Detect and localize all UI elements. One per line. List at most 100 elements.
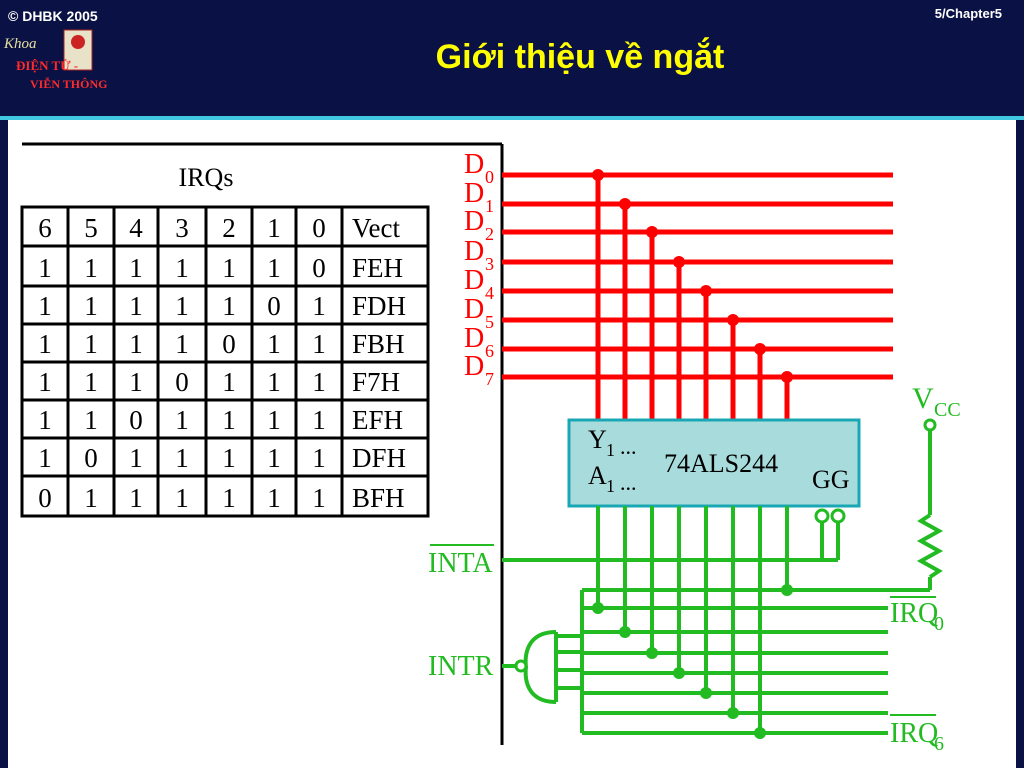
header-divider: [0, 116, 1024, 120]
logo-emblem-dot: [71, 35, 85, 49]
table-value-cell: 1: [222, 483, 236, 513]
vcc-terminal: [923, 418, 937, 432]
nand-bubble: [514, 659, 528, 673]
chip-a-ellipsis: ...: [620, 470, 637, 495]
table-value-cell: 1: [84, 253, 98, 283]
table-value-cell: 1: [175, 329, 189, 359]
table-header-cell: 4: [129, 213, 143, 243]
table-value-cell: 1: [312, 443, 326, 473]
chip-name: 74ALS244: [664, 449, 778, 478]
table-value-cell: 1: [267, 483, 281, 513]
table-value-cell: FEH: [352, 253, 403, 283]
table-value-cell: EFH: [352, 405, 403, 435]
table-value-cell: 0: [312, 253, 326, 283]
table-value-cell: 1: [129, 291, 143, 321]
chip-y-label: Y: [588, 425, 607, 454]
buffer-chip-74als244: [567, 418, 861, 508]
data-line-subscript: 0: [485, 167, 494, 187]
table-value-cell: 1: [312, 405, 326, 435]
table-cell: [340, 474, 430, 518]
table-value-cell: 1: [38, 329, 52, 359]
table-value-cell: 1: [312, 291, 326, 321]
slide-header: [0, 0, 1024, 118]
chip-a-sub: 1: [606, 476, 615, 496]
table-header-cell: 5: [84, 213, 98, 243]
inta-label: INTA: [428, 548, 493, 579]
table-value-cell: 1: [222, 443, 236, 473]
table-header-cell: 1: [267, 213, 281, 243]
data-line-subscript: 2: [485, 224, 494, 244]
table-value-cell: 1: [175, 405, 189, 435]
data-line-subscript: 7: [485, 369, 494, 389]
table-value-cell: 1: [312, 367, 326, 397]
table-value-cell: 1: [38, 443, 52, 473]
table-value-cell: 1: [222, 291, 236, 321]
table-value-cell: 1: [84, 329, 98, 359]
enable-bubble: [830, 508, 846, 524]
table-value-cell: 1: [222, 405, 236, 435]
table-value-cell: 1: [175, 443, 189, 473]
data-line-label: D: [464, 323, 484, 354]
data-junction-dot: [700, 285, 712, 297]
control-circuit: [502, 418, 944, 739]
slide-number: 5/Chapter5: [934, 6, 1002, 21]
table-value-cell: 1: [84, 367, 98, 397]
table-value-cell: BFH: [352, 483, 405, 513]
table-header-cell: 2: [222, 213, 236, 243]
intr-label: INTR: [428, 651, 494, 682]
table-value-cell: 0: [38, 483, 52, 513]
data-line-label: D: [464, 236, 484, 267]
table-value-cell: 1: [38, 405, 52, 435]
irq0-label: IRQ: [890, 598, 938, 629]
table-value-cell: 1: [38, 367, 52, 397]
data-junction-dot: [781, 371, 793, 383]
table-value-cell: DFH: [352, 443, 406, 473]
table-value-cell: 1: [175, 483, 189, 513]
table-value-cell: 1: [129, 483, 143, 513]
data-line-label: D: [464, 206, 484, 237]
table-value-cell: 0: [129, 405, 143, 435]
table-value-cell: 1: [84, 405, 98, 435]
chip-a-label: A: [588, 461, 607, 490]
data-line-subscript: 1: [485, 196, 494, 216]
table-value-cell: 1: [129, 443, 143, 473]
vcc-sub: CC: [934, 399, 961, 421]
data-line-label: D: [464, 265, 484, 296]
data-line-label: D: [464, 294, 484, 325]
slide-title: Giới thiệu về ngắt: [435, 38, 725, 76]
table-value-cell: 1: [129, 253, 143, 283]
table-value-cell: FBH: [352, 329, 405, 359]
table-value-cell: 0: [222, 329, 236, 359]
left-frame: [0, 120, 8, 768]
table-value-cell: 1: [175, 291, 189, 321]
data-line-subscript: 6: [485, 341, 494, 361]
data-junction-dot: [754, 343, 766, 355]
table-header-cell: Vect: [352, 213, 400, 243]
table-value-cell: 1: [222, 367, 236, 397]
table-value-cell: 1: [267, 405, 281, 435]
irq0-sub: 0: [934, 613, 944, 635]
table-value-cell: 0: [267, 291, 281, 321]
table-value-cell: 1: [312, 483, 326, 513]
table-value-cell: 1: [267, 367, 281, 397]
chip-y-sub: 1: [606, 440, 615, 460]
data-junction-dot: [646, 226, 658, 238]
table-value-cell: F7H: [352, 367, 400, 397]
faculty-logo: Khoa ĐIỆN TỬ - VIỄN THÔNG: [3, 29, 107, 91]
table-value-cell: 1: [175, 253, 189, 283]
table-value-cell: 1: [84, 291, 98, 321]
table-caption: IRQs: [179, 163, 234, 192]
pullup-resistor: [916, 513, 944, 579]
data-junction-dot: [727, 314, 739, 326]
table-header-cell: 0: [312, 213, 326, 243]
table-header-cell: 3: [175, 213, 189, 243]
nand-gate: [523, 630, 558, 704]
table-value-cell: 1: [267, 443, 281, 473]
data-line-subscript: 4: [485, 283, 494, 303]
data-junction-dot: [592, 169, 604, 181]
table-value-cell: FDH: [352, 291, 406, 321]
data-line-label: D: [464, 351, 484, 382]
